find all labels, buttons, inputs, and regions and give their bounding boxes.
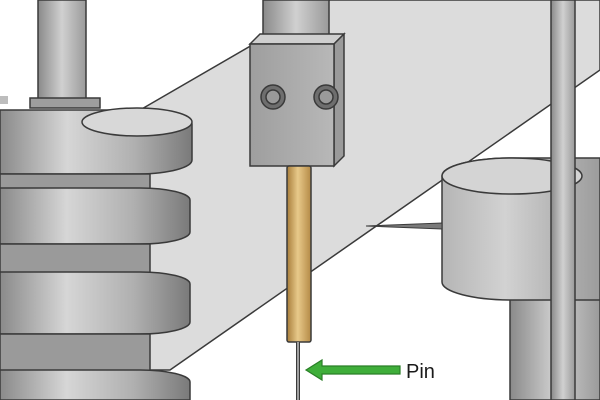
needle-icon bbox=[365, 222, 443, 230]
right-column bbox=[550, 0, 576, 400]
pin-label: Pin bbox=[406, 361, 435, 383]
brass-sleeve bbox=[286, 165, 312, 343]
pin-holder-block bbox=[248, 32, 346, 168]
left-disc-stack bbox=[0, 97, 193, 400]
left-column bbox=[0, 0, 87, 104]
arrow-left-icon bbox=[304, 358, 401, 382]
